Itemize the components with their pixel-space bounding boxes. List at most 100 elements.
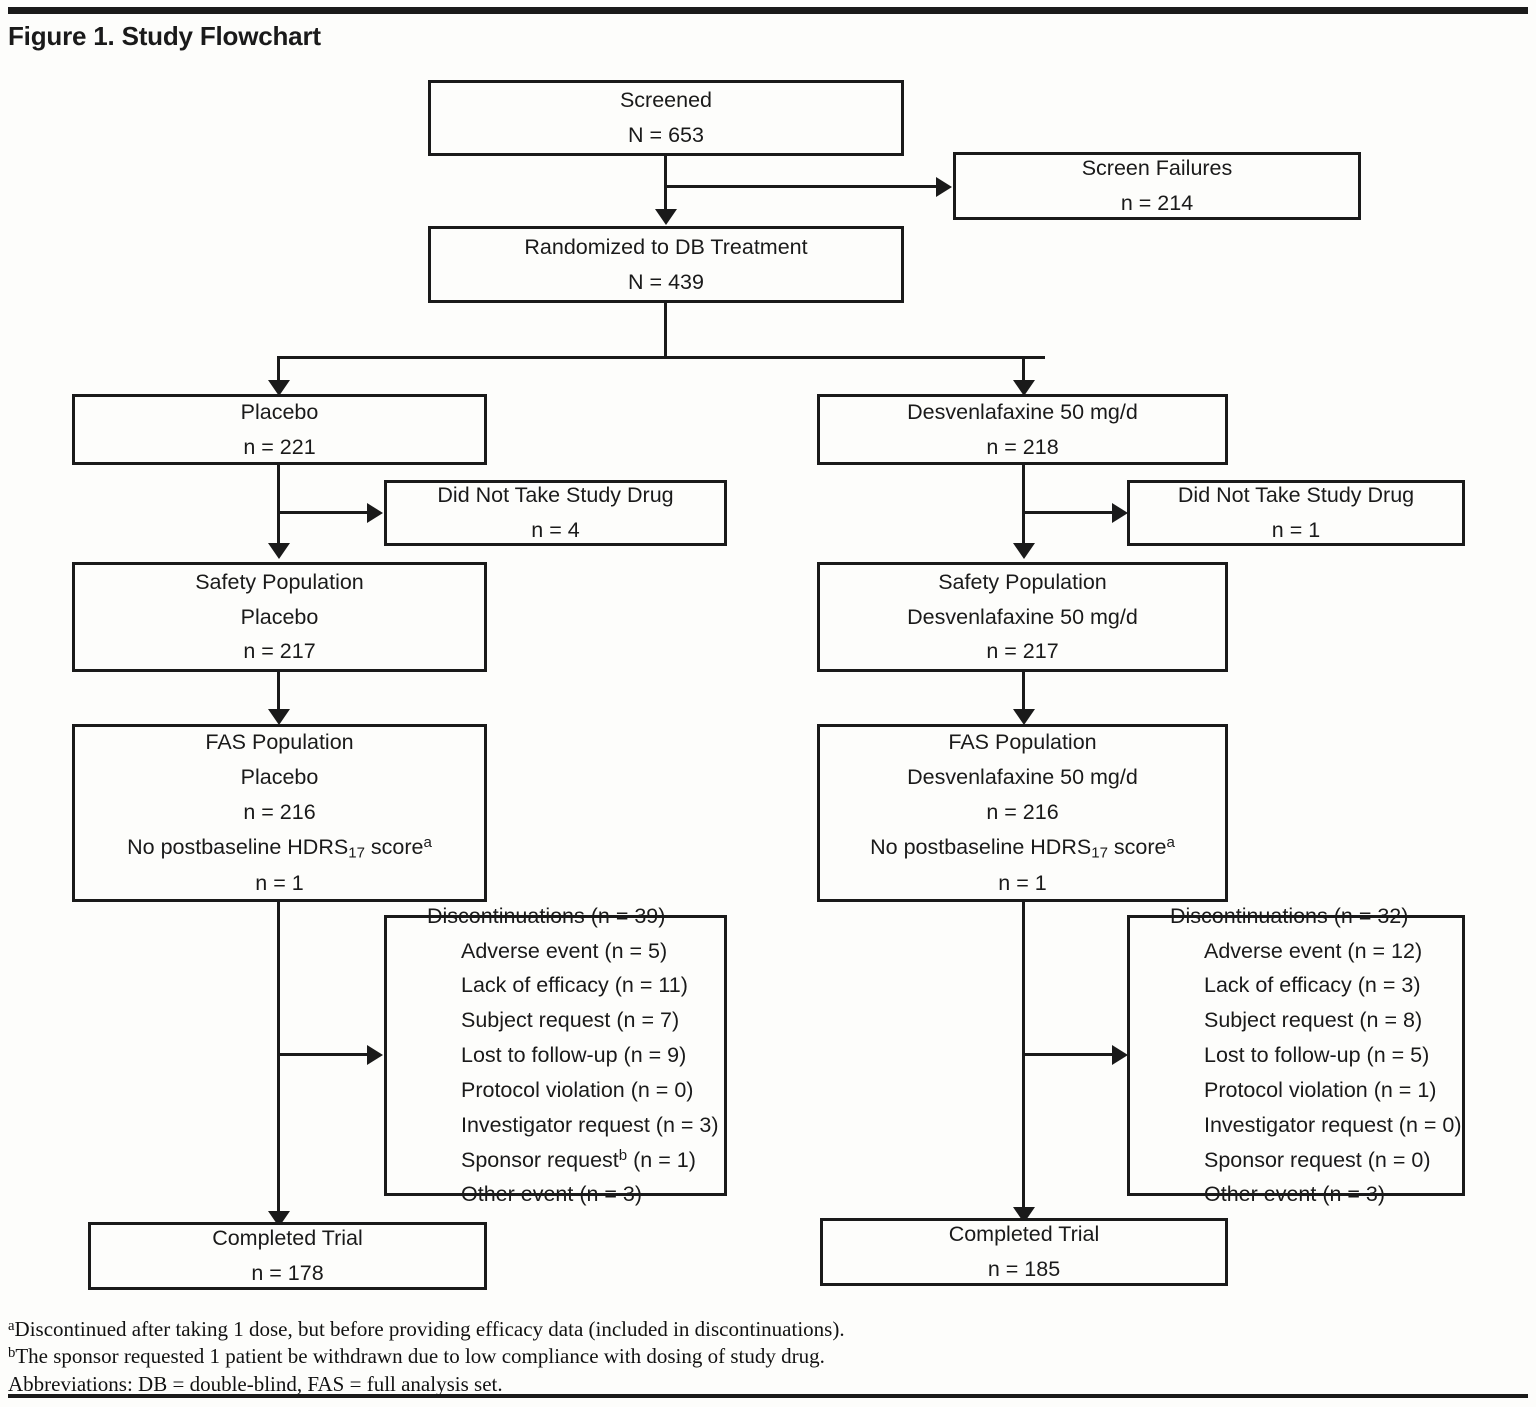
node-screened-label: Screened [619,88,713,113]
footnote-a-marker: a [8,1317,15,1334]
connector-to-screen-failures [664,185,936,188]
discontinuations-desvenlafaxine-item: Subject request (n = 8) [1204,1008,1423,1033]
node-placebo-count: n = 221 [243,434,316,459]
footnote-b-marker: b [8,1345,16,1362]
discontinuations-desvenlafaxine-item: Investigator request (n = 0) [1204,1112,1462,1137]
connector-randomization-split [277,356,1045,359]
node-did-not-take-drug-placebo: Did Not Take Study Drug n = 4 [384,480,727,546]
arrowhead-screen-failures [936,177,952,197]
discontinuations-placebo-item: Protocol violation (n = 0) [461,1077,694,1102]
node-did-not-take-drug-desvenlafaxine: Did Not Take Study Drug n = 1 [1127,480,1465,546]
node-fas-placebo-title: FAS Population [205,730,354,755]
node-completed-trial-desvenlafaxine-label: Completed Trial [948,1222,1100,1247]
node-safety-population-desvenlafaxine-count: n = 217 [986,639,1059,664]
discontinuations-placebo-item: Investigator request (n = 3) [461,1112,719,1137]
node-screened-count: N = 653 [628,123,704,147]
bottom-rule [8,1394,1528,1398]
discontinuations-desvenlafaxine-item: Lack of efficacy (n = 3) [1204,973,1421,998]
fas-desvenlafaxine-note-subscript: 17 [1091,844,1108,862]
node-screen-failures: Screen Failures n = 214 [953,152,1361,220]
discontinuations-desvenlafaxine-item: Lost to follow-up (n = 5) [1204,1043,1430,1068]
node-fas-placebo-arm: Placebo [240,765,319,790]
footnote-b: bThe sponsor requested 1 patient be with… [8,1343,1508,1370]
discontinuations-placebo-item: Adverse event (n = 5) [461,938,668,963]
discontinuations-placebo-item: Other event (n = 3) [461,1182,643,1207]
node-desvenlafaxine-count: n = 218 [986,434,1059,459]
figure-footnotes: aDiscontinued after taking 1 dose, but b… [8,1316,1508,1398]
sponsor-request-footnote-marker: b [618,1146,628,1164]
node-placebo: Placebo n = 221 [72,394,487,465]
node-safety-population-placebo-arm: Placebo [240,604,319,629]
footnote-b-text: The sponsor requested 1 patient be withd… [15,1344,825,1369]
node-fas-desvenlafaxine-no-score-count: n = 1 [998,870,1047,895]
node-randomized-label: Randomized to DB Treatment [524,234,808,259]
figure-title: Figure 1. Study Flowchart [8,21,321,51]
arrowhead-nodrug-desvenlafaxine [1112,503,1128,523]
node-fas-placebo-count: n = 216 [243,800,316,825]
fas-placebo-note-footnote-marker: a [423,834,432,852]
fas-placebo-note-pre: No postbaseline HDRS [127,834,349,859]
connector-fas-to-completed-placebo [277,902,280,1214]
discontinuations-desvenlafaxine-header: Discontinuations (n = 32) [1170,903,1409,928]
node-safety-population-placebo-count: n = 217 [243,639,316,664]
fas-desvenlafaxine-note-post: score [1107,834,1167,859]
arrowhead-desvenlafaxine [1013,380,1035,396]
fas-placebo-note-subscript: 17 [348,844,365,862]
node-fas-desvenlafaxine-title: FAS Population [948,730,1097,755]
footnote-a-text: Discontinued after taking 1 dose, but be… [14,1317,845,1341]
arrowhead-fas-placebo [268,709,290,725]
node-safety-population-desvenlafaxine-arm: Desvenlafaxine 50 mg/d [907,604,1138,629]
discontinuations-desvenlafaxine-item: Protocol violation (n = 1) [1204,1077,1437,1102]
node-safety-population-desvenlafaxine: Safety Population Desvenlafaxine 50 mg/d… [817,562,1228,672]
arrowhead-randomized [655,209,677,225]
node-fas-desvenlafaxine-no-score-label: No postbaseline HDRS17 scorea [870,830,1175,866]
connector-fas-to-completed-desvenlafaxine [1022,902,1025,1210]
discontinuations-desvenlafaxine-item: Sponsor request (n = 0) [1204,1147,1431,1172]
footnote-a: aDiscontinued after taking 1 dose, but b… [8,1316,1508,1343]
arrowhead-discontinuations-desvenlafaxine [1112,1045,1128,1065]
sponsor-request-label: Sponsor request [461,1147,619,1172]
node-fas-population-desvenlafaxine: FAS Population Desvenlafaxine 50 mg/d n … [817,724,1228,902]
node-safety-population-placebo-title: Safety Population [195,569,364,594]
arrowhead-safety-placebo [268,543,290,559]
discontinuations-desvenlafaxine-item: Other event (n = 3) [1204,1182,1386,1207]
connector-split-right [1022,356,1025,384]
node-fas-desvenlafaxine-count: n = 216 [986,800,1059,825]
arrowhead-placebo [268,380,290,396]
connector-split-left [277,356,280,384]
node-did-not-take-drug-desvenlafaxine-label: Did Not Take Study Drug [1177,483,1415,508]
node-safety-population-desvenlafaxine-title: Safety Population [938,569,1107,594]
fas-placebo-note-post: score [364,834,424,859]
footnote-abbreviations: Abbreviations: DB = double-blind, FAS = … [8,1371,503,1396]
node-fas-desvenlafaxine-arm: Desvenlafaxine 50 mg/d [907,765,1138,790]
sponsor-request-count: (n = 1) [627,1147,696,1172]
discontinuations-placebo-item: Lack of efficacy (n = 11) [461,973,688,998]
top-rule [8,7,1528,14]
discontinuations-placebo-item-sponsor: Sponsor requestb (n = 1) [427,1143,696,1178]
node-discontinuations-desvenlafaxine: Discontinuations (n = 32) Adverse event … [1127,904,1465,1206]
connector-placebo-to-safety [277,465,280,545]
arrowhead-discontinuations-placebo [367,1045,383,1065]
discontinuations-desvenlafaxine-item: Adverse event (n = 12) [1204,938,1423,963]
discontinuations-placebo-header: Discontinuations (n = 39) [427,903,666,928]
node-did-not-take-drug-placebo-label: Did Not Take Study Drug [437,483,674,508]
connector-fas-to-discontinuations-desvenlafaxine [1022,1053,1112,1056]
node-completed-trial-desvenlafaxine: Completed Trial n = 185 [820,1218,1228,1286]
node-placebo-label: Placebo [240,399,319,424]
fas-desvenlafaxine-note-pre: No postbaseline HDRS [870,834,1092,859]
node-desvenlafaxine-label: Desvenlafaxine 50 mg/d [907,399,1138,424]
node-completed-trial-desvenlafaxine-count: n = 185 [987,1257,1061,1281]
arrowhead-safety-desvenlafaxine [1013,543,1035,559]
node-desvenlafaxine: Desvenlafaxine 50 mg/d n = 218 [817,394,1228,465]
node-did-not-take-drug-placebo-count: n = 4 [531,518,580,542]
connector-placebo-to-nodrug [277,511,367,514]
arrowhead-nodrug-placebo [367,503,383,523]
connector-randomized-stem [664,303,667,358]
connector-safety-to-fas-desvenlafaxine [1022,672,1025,712]
node-fas-placebo-no-score-label: No postbaseline HDRS17 scorea [127,830,432,866]
node-screen-failures-count: n = 214 [1120,191,1194,215]
connector-screened-to-randomized [664,156,667,211]
connector-desvenlafaxine-to-nodrug [1022,511,1112,514]
node-completed-trial-placebo-label: Completed Trial [212,1226,363,1251]
node-screen-failures-label: Screen Failures [1081,156,1233,181]
